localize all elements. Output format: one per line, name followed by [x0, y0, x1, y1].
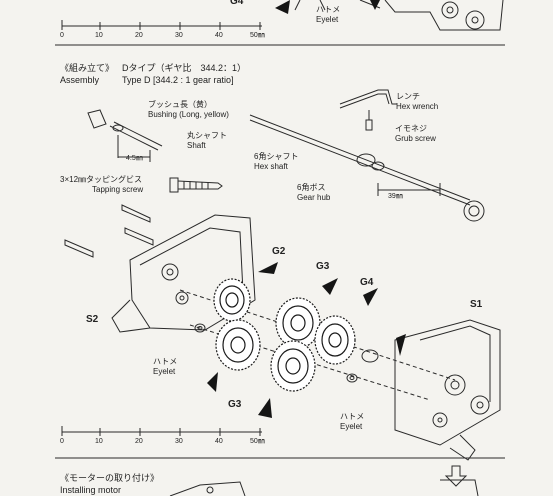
gear-g3-top — [275, 297, 321, 349]
bottom-ruler-label: 30 — [175, 438, 183, 445]
gear-hub-label-en: Gear hub — [297, 193, 331, 202]
grub-screw-label-en: Grub screw — [395, 134, 436, 143]
top-callout-g4: G4 — [230, 0, 244, 7]
tapping-screw-label-jp: 3×12㎜タッピングビス — [60, 175, 143, 184]
gear-g4 — [314, 315, 356, 365]
motor-heading-en: Installing motor — [60, 485, 122, 495]
arrow-g2 — [258, 262, 278, 274]
top-ruler-ticks — [61, 20, 261, 30]
top-eyelet-en: Eyelet — [316, 15, 339, 24]
top-ruler-label: 40 — [215, 32, 223, 39]
assembly-heading-jp: 《組み立て》 — [60, 63, 115, 73]
callout-g2: G2 — [272, 246, 286, 257]
motor-heading-jp: 《モーターの取り付け》 — [60, 473, 160, 483]
type-d-jp: Dタイプ（ギヤ比 344.2：1） — [122, 63, 247, 73]
arrow-g4 — [363, 288, 378, 306]
shaft-label-en: Shaft — [187, 141, 206, 150]
bottom-ruler-label: 20 — [135, 438, 143, 445]
tapping-screw-label-en: Tapping screw — [92, 185, 144, 194]
gear-hub-label-jp: 6角ボス — [297, 183, 326, 192]
eyelet-left-jp: ハトメ — [153, 357, 178, 366]
arrow-top-strip-2 — [370, 0, 380, 10]
gear-g2 — [213, 278, 251, 322]
top-ruler-label: 30 — [175, 32, 183, 39]
bushing-label-jp: ブッシュ長（黄） — [148, 100, 212, 109]
callout-g3-bottom: G3 — [228, 399, 242, 410]
hex-shaft-label-jp: 6角シャフト — [254, 152, 299, 161]
eyelet-right-en: Eyelet — [340, 422, 363, 431]
top-ruler-label: 0 — [60, 32, 64, 39]
top-ruler-label: 50㎜ — [250, 32, 265, 39]
arrow-left-bottom — [207, 372, 218, 392]
arrow-g3 — [322, 278, 338, 295]
arrow-bottom — [258, 398, 272, 418]
assembly-heading-en: Assembly — [60, 75, 100, 85]
top-ruler-label: 20 — [135, 32, 143, 39]
dimension-45mm: 4.5㎜ — [126, 155, 143, 162]
dimension-39mm: 39㎜ — [388, 193, 403, 200]
arrow-s1 — [396, 334, 406, 356]
hex-wrench-label-en: Hex wrench — [396, 102, 439, 111]
hex-shaft-label-en: Hex shaft — [254, 162, 288, 171]
gear-g3-bottom — [270, 340, 316, 392]
bottom-ruler-label: 40 — [215, 438, 223, 445]
hex-wrench-label-jp: レンチ — [396, 92, 420, 101]
eyelet-right-jp: ハトメ — [340, 412, 365, 421]
shaft-label-jp: 丸シャフト — [187, 131, 227, 140]
eyelet-left-en: Eyelet — [153, 367, 176, 376]
arrow-top-strip — [275, 0, 290, 14]
top-eyelet-jp: ハトメ — [316, 5, 341, 14]
callout-g4: G4 — [360, 277, 374, 288]
type-d-en: Type D [344.2 : 1 gear ratio] — [122, 75, 234, 85]
grub-screw-label-jp: イモネジ — [395, 124, 427, 133]
bottom-ruler-label: 10 — [95, 438, 103, 445]
callout-g3-top: G3 — [316, 261, 330, 272]
bushing-label-en: Bushing (Long, yellow) — [148, 110, 229, 119]
callout-s2: S2 — [86, 314, 99, 325]
bottom-ruler-label: 0 — [60, 438, 64, 445]
callout-s1: S1 — [470, 299, 483, 310]
bottom-ruler-label: 50㎜ — [250, 438, 265, 445]
gear-g3-left — [215, 319, 261, 371]
top-ruler-label: 10 — [95, 32, 103, 39]
